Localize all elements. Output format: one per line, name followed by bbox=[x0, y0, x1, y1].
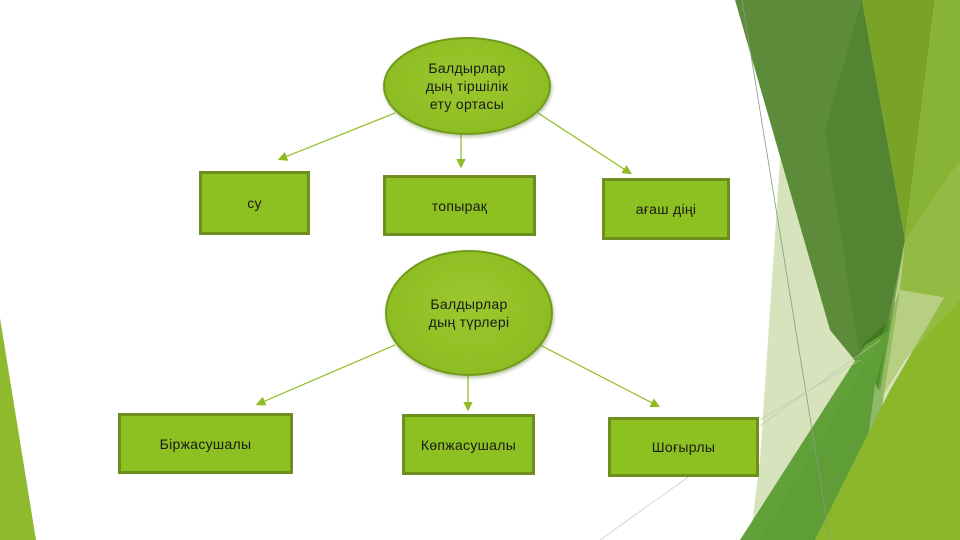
node-birzhasushaly-label: Біржасушалы bbox=[159, 435, 252, 452]
node-topyraq-label: топырақ bbox=[431, 197, 488, 214]
darker-green-band bbox=[825, 0, 905, 390]
lime-band-light bbox=[880, 160, 960, 400]
node-agash-dini: ағаш діңі bbox=[602, 178, 730, 240]
mid-green-band bbox=[740, 330, 890, 540]
left-green-sliver bbox=[0, 318, 36, 540]
thin-line bbox=[759, 359, 861, 421]
node-shogyrly: Шоғырлы bbox=[608, 417, 759, 477]
root-node-types-label: Балдырлар дың түрлері bbox=[428, 296, 510, 330]
node-birzhasushaly: Біржасушалы bbox=[118, 413, 293, 474]
root-node-habitat-label: Балдырлар дың тіршілік ету ортасы bbox=[425, 60, 509, 112]
node-kopzhasushaly-label: Көпжасушалы bbox=[420, 436, 517, 453]
root-node-habitat: Балдырлар дың тіршілік ету ортасы bbox=[383, 37, 551, 135]
node-su-label: су bbox=[247, 195, 262, 211]
node-kopzhasushaly: Көпжасушалы bbox=[402, 414, 535, 475]
node-agash-dini-label: ағаш діңі bbox=[635, 201, 697, 217]
thin-line bbox=[741, 0, 831, 540]
mid-green-band-2 bbox=[760, 290, 900, 540]
olive-band bbox=[862, 0, 935, 240]
node-shogyrly-label: Шоғырлы bbox=[651, 439, 716, 455]
node-topyraq: топырақ bbox=[383, 175, 536, 236]
node-su: су bbox=[199, 171, 310, 235]
root-node-types: Балдырлар дың түрлері bbox=[385, 250, 553, 376]
